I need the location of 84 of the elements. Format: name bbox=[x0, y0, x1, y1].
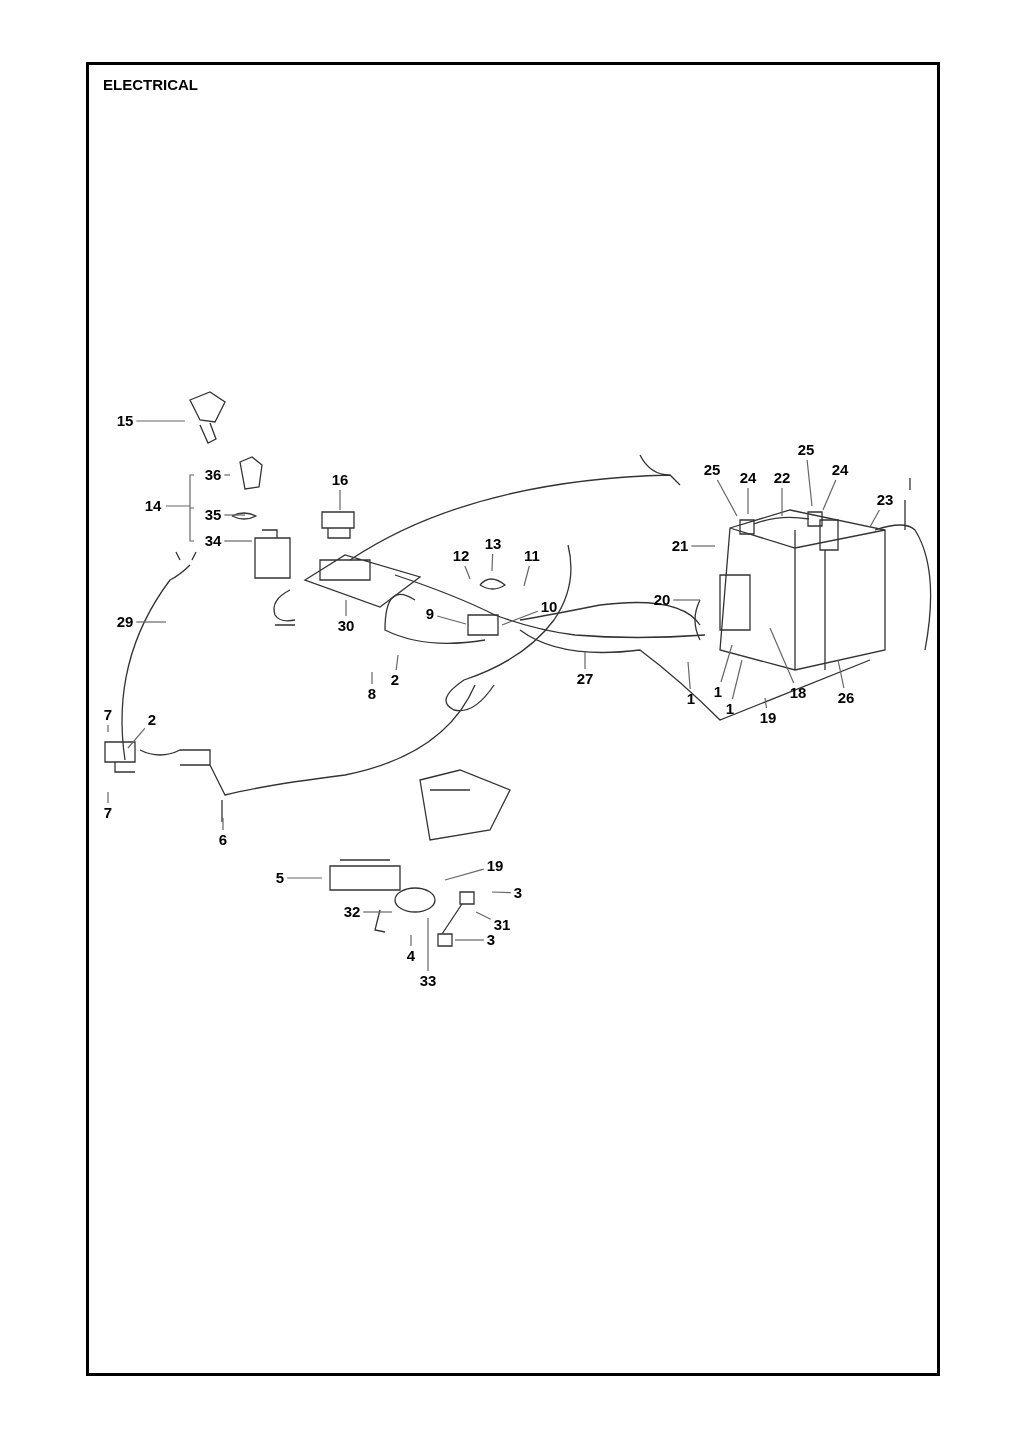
callout-number: 13 bbox=[482, 535, 504, 553]
callout-number: 2 bbox=[145, 711, 159, 729]
leader-line bbox=[687, 661, 691, 690]
leader-line bbox=[135, 420, 186, 422]
callout-number: 1 bbox=[723, 700, 737, 718]
leader-line bbox=[223, 474, 231, 476]
callout-number: 25 bbox=[701, 461, 723, 479]
callout-number: 19 bbox=[757, 709, 779, 727]
leader-line bbox=[362, 911, 393, 913]
leader-line bbox=[410, 934, 412, 947]
leader-line bbox=[837, 659, 845, 689]
leader-line bbox=[764, 697, 768, 709]
leader-line bbox=[672, 599, 701, 601]
leader-line bbox=[222, 817, 224, 831]
leader-line bbox=[501, 610, 539, 626]
leader-line bbox=[716, 479, 738, 517]
leader-line bbox=[822, 479, 837, 511]
callout-number: 6 bbox=[216, 831, 230, 849]
leader-line bbox=[747, 487, 749, 515]
callout-number: 23 bbox=[874, 491, 896, 509]
leader-line bbox=[127, 727, 146, 749]
leader-line bbox=[339, 489, 341, 511]
callout-number: 22 bbox=[771, 469, 793, 487]
leader-line bbox=[869, 509, 880, 528]
callout-number: 9 bbox=[423, 605, 437, 623]
callout-number: 14 bbox=[143, 497, 163, 515]
leader-line bbox=[427, 917, 429, 972]
leader-line bbox=[720, 644, 733, 683]
callout-number: 25 bbox=[795, 441, 817, 459]
leader-line bbox=[491, 553, 494, 572]
leader-line bbox=[464, 565, 471, 580]
callout-number: 1 bbox=[711, 683, 725, 701]
leader-line bbox=[690, 545, 716, 547]
callout-number: 30 bbox=[335, 617, 357, 635]
callout-number: 3 bbox=[484, 931, 498, 949]
callout-number: 34 bbox=[202, 532, 224, 550]
leader-line bbox=[286, 877, 323, 879]
callout-number: 24 bbox=[829, 461, 851, 479]
leader-line bbox=[781, 487, 783, 517]
leader-line bbox=[345, 599, 347, 617]
leader-line bbox=[107, 724, 109, 733]
callout-number: 12 bbox=[450, 547, 472, 565]
callout-number: 20 bbox=[651, 591, 673, 609]
callout-number: 32 bbox=[341, 903, 363, 921]
callout-number: 33 bbox=[417, 972, 439, 990]
leader-line bbox=[523, 565, 530, 587]
leader-line bbox=[395, 654, 399, 671]
leader-line bbox=[371, 671, 373, 685]
callout-number: 7 bbox=[101, 804, 115, 822]
callout-number: 11 bbox=[522, 547, 542, 565]
title: ELECTRICAL bbox=[103, 76, 198, 93]
callout-number: 7 bbox=[101, 706, 115, 724]
callout-number: 26 bbox=[835, 689, 857, 707]
leader-line bbox=[769, 627, 795, 684]
leader-line bbox=[475, 911, 492, 920]
leader-line bbox=[731, 659, 743, 700]
leader-line bbox=[223, 514, 246, 516]
leader-line bbox=[806, 459, 813, 507]
callout-number: 18 bbox=[787, 684, 809, 702]
callout-number: 27 bbox=[574, 670, 596, 688]
callout-number: 10 bbox=[538, 598, 560, 616]
callout-number: 5 bbox=[273, 869, 287, 887]
leader-line bbox=[107, 791, 109, 804]
leader-line bbox=[584, 651, 586, 670]
callout-number: 21 bbox=[669, 537, 691, 555]
callout-number: 24 bbox=[737, 469, 759, 487]
callout-number: 3 bbox=[511, 884, 525, 902]
leader-line bbox=[436, 615, 467, 625]
callout-number: 2 bbox=[388, 671, 402, 689]
callout-number: 4 bbox=[404, 947, 418, 965]
callout-number: 16 bbox=[329, 471, 351, 489]
callout-number: 19 bbox=[484, 857, 506, 875]
leader-line bbox=[223, 540, 253, 542]
leader-line bbox=[135, 621, 167, 623]
leader-line bbox=[491, 891, 512, 894]
callout-number: 36 bbox=[202, 466, 224, 484]
callout-number: 8 bbox=[365, 685, 379, 703]
callout-number: 31 bbox=[491, 916, 513, 934]
leader-line bbox=[444, 868, 485, 881]
callout-number: 15 bbox=[114, 412, 136, 430]
leader-line bbox=[454, 939, 485, 941]
callout-number: 35 bbox=[202, 506, 224, 524]
callout-number: 1 bbox=[684, 690, 698, 708]
callout-number: 29 bbox=[114, 613, 136, 631]
